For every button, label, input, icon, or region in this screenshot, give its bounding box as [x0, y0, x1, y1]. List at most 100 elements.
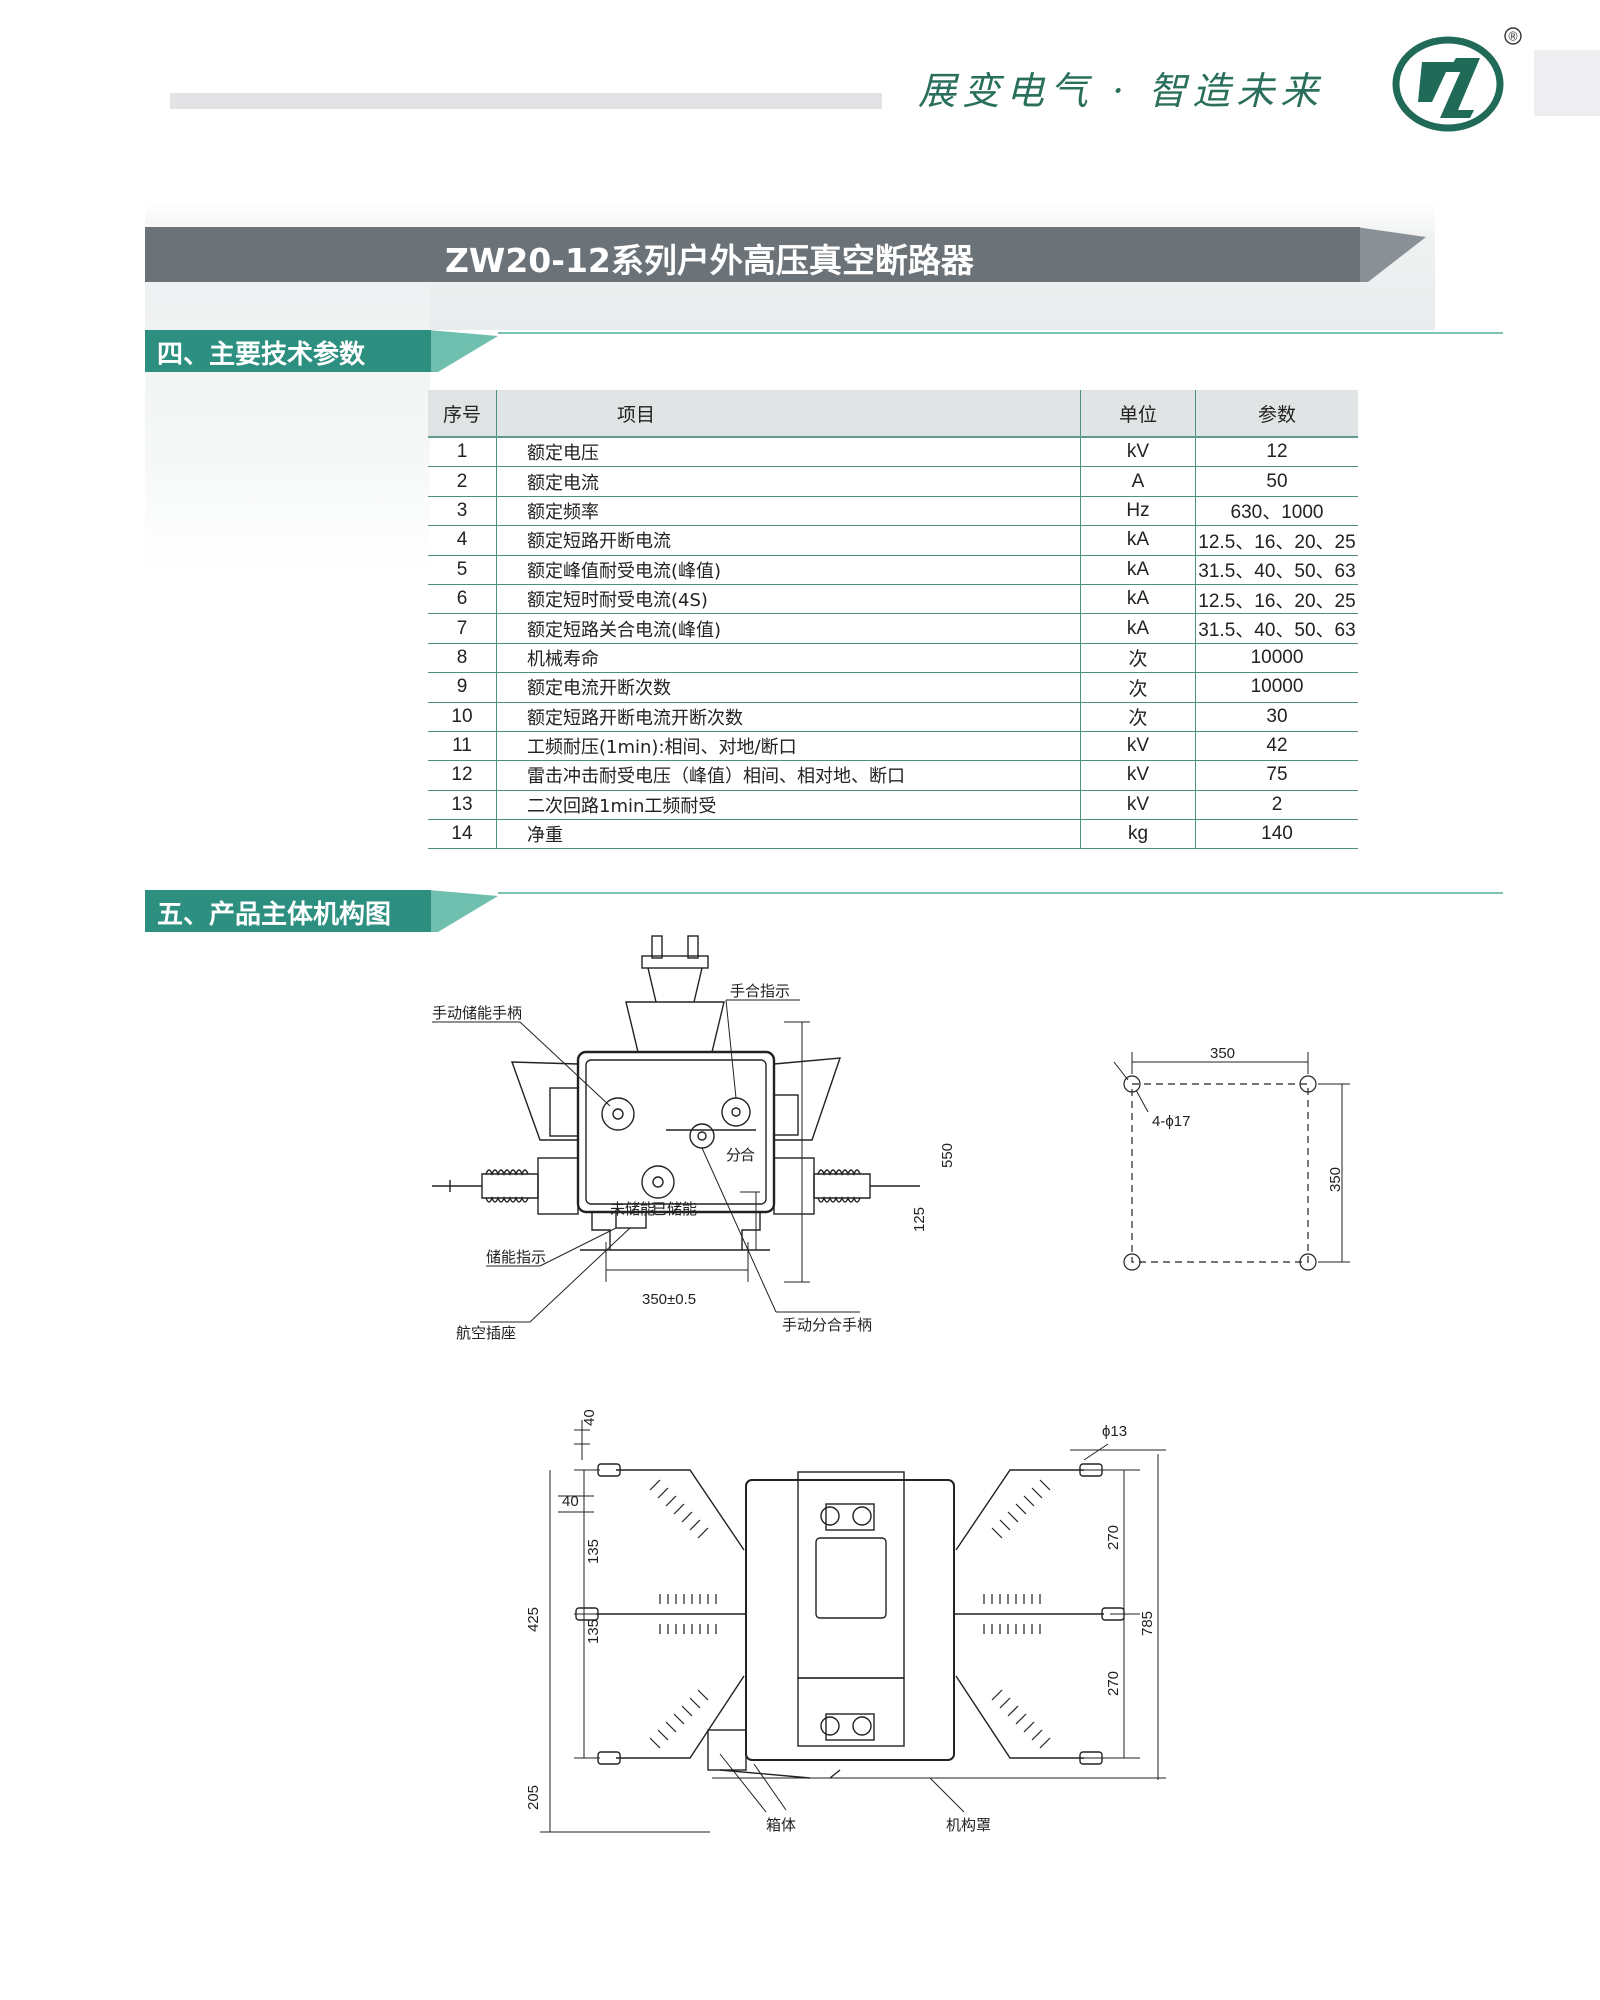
cell-no: 14 — [428, 819, 497, 850]
left-foot — [591, 1212, 611, 1250]
label-manual-close-indicator: 手合指示 — [730, 982, 790, 1000]
label-aviation-socket: 航空插座 — [456, 1324, 516, 1342]
cell-unit: kV — [1080, 790, 1196, 821]
label-mechanism-cover: 机构罩 — [946, 1816, 991, 1834]
cell-no: 9 — [428, 672, 497, 703]
mount-hole — [1123, 1075, 1141, 1093]
leader-energy-indicator — [539, 1227, 617, 1267]
section-bar — [145, 890, 430, 932]
leader-box — [753, 1763, 787, 1811]
cell-value: 10000 — [1195, 643, 1358, 674]
mount-hole — [1123, 1253, 1141, 1271]
window — [815, 1537, 887, 1619]
cell-value: 75 — [1195, 760, 1358, 791]
page-tab — [1534, 50, 1600, 116]
section-bar — [145, 330, 430, 372]
cell-item: 额定电流 — [496, 466, 1081, 497]
cell-no: 12 — [428, 760, 497, 791]
box-body — [745, 1479, 955, 1761]
cell-no: 5 — [428, 555, 497, 585]
right-insulator — [813, 1173, 871, 1199]
arm-top-left — [616, 1469, 745, 1551]
title-bar — [145, 227, 1360, 282]
cell-unit: kV — [1080, 731, 1196, 762]
label-box: 箱体 — [766, 1816, 796, 1834]
cell-item: 额定短路开断电流开断次数 — [496, 702, 1081, 732]
dim-350-base: 350±0.5 — [642, 1291, 696, 1308]
energy-handle-knob — [601, 1097, 635, 1131]
cell-unit: Hz — [1080, 496, 1196, 527]
cell-unit: kg — [1080, 819, 1196, 850]
cell-item: 工频耐压(1min):相间、对地/断口 — [496, 731, 1081, 762]
cell-value: 12 — [1195, 437, 1358, 468]
section-line — [498, 332, 1503, 334]
leader-mechanism-cover — [929, 1777, 965, 1813]
dim-425: 425 — [525, 1607, 542, 1632]
energy-indicator-knob — [641, 1165, 675, 1199]
cell-item: 额定峰值耐受电流(峰值) — [496, 555, 1081, 585]
leader-aviation-socket — [529, 1227, 631, 1323]
arm-bottom-left — [616, 1675, 745, 1759]
cell-unit: kV — [1080, 437, 1196, 468]
mounting-hole-drawing: 350 350 4-ϕ17 — [1113, 1045, 1350, 1271]
dim-135-lower: 135 — [585, 1619, 602, 1644]
cell-item: 额定频率 — [496, 496, 1081, 527]
cell-value: 42 — [1195, 731, 1358, 762]
dim-holes: 4-ϕ17 — [1152, 1113, 1190, 1130]
central-panel — [797, 1471, 905, 1679]
section-title: 五、产品主体机构图 — [157, 900, 392, 930]
section-wedge — [428, 890, 498, 932]
mount-hole — [1299, 1253, 1317, 1271]
mechanism-cover — [707, 1729, 747, 1771]
cell-value: 30 — [1195, 702, 1358, 732]
cell-value: 10000 — [1195, 672, 1358, 703]
col-header-no: 序号 — [428, 390, 497, 438]
hole-pattern-outline — [1131, 1083, 1309, 1263]
cell-unit: kA — [1080, 525, 1196, 556]
cell-value: 140 — [1195, 819, 1358, 850]
box-door — [585, 1059, 767, 1205]
label-charged: 已储能 — [652, 1200, 697, 1218]
label-not-charged: 未储能 — [610, 1200, 655, 1218]
title-bar-wedge — [1356, 227, 1426, 282]
cell-item: 二次回路1min工频耐受 — [496, 790, 1081, 821]
cell-value: 31.5、40、50、63 — [1195, 613, 1358, 644]
dim-40-top: 40 — [581, 1409, 598, 1426]
dim-270-lower: 270 — [1105, 1671, 1122, 1696]
dim-135-upper: 135 — [585, 1539, 602, 1564]
cell-item: 净重 — [496, 819, 1081, 850]
leader-energy-handle — [519, 1021, 611, 1107]
cell-no: 13 — [428, 790, 497, 821]
lower-panel — [797, 1677, 905, 1747]
cell-unit: kV — [1080, 760, 1196, 791]
right-bracket — [773, 1057, 842, 1141]
cell-value: 31.5、40、50、63 — [1195, 555, 1358, 585]
cell-no: 6 — [428, 584, 497, 615]
section-wedge — [428, 330, 498, 372]
front-view-drawing: 手动储能手柄 手合指示 储能指示 航空插座 手动分合手柄 未储能 已储能 分 合… — [432, 935, 956, 1342]
terminal-plate — [641, 955, 709, 969]
dim-205: 205 — [525, 1785, 542, 1810]
col-header-value: 参数 — [1195, 390, 1358, 438]
cell-item: 额定电压 — [496, 437, 1081, 468]
dim-550: 550 — [939, 1143, 956, 1168]
dim-125: 125 — [911, 1207, 928, 1232]
open-close-knob — [689, 1123, 715, 1149]
cell-item: 额定短路关合电流(峰值) — [496, 613, 1081, 644]
cell-no: 10 — [428, 702, 497, 732]
right-bushing-flange — [773, 1157, 815, 1215]
label-close: 合 — [740, 1146, 755, 1164]
cell-unit: kA — [1080, 555, 1196, 585]
main-box — [576, 1050, 776, 1214]
right-foot — [741, 1212, 761, 1250]
cell-no: 7 — [428, 613, 497, 644]
cell-value: 50 — [1195, 466, 1358, 497]
section-line — [498, 892, 1503, 894]
cell-item: 雷击冲击耐受电压（峰值）相间、相对地、断口 — [496, 760, 1081, 791]
table-header-row: 序号 项目 单位 参数 — [428, 390, 1358, 438]
col-header-item: 项目 — [496, 390, 1081, 438]
